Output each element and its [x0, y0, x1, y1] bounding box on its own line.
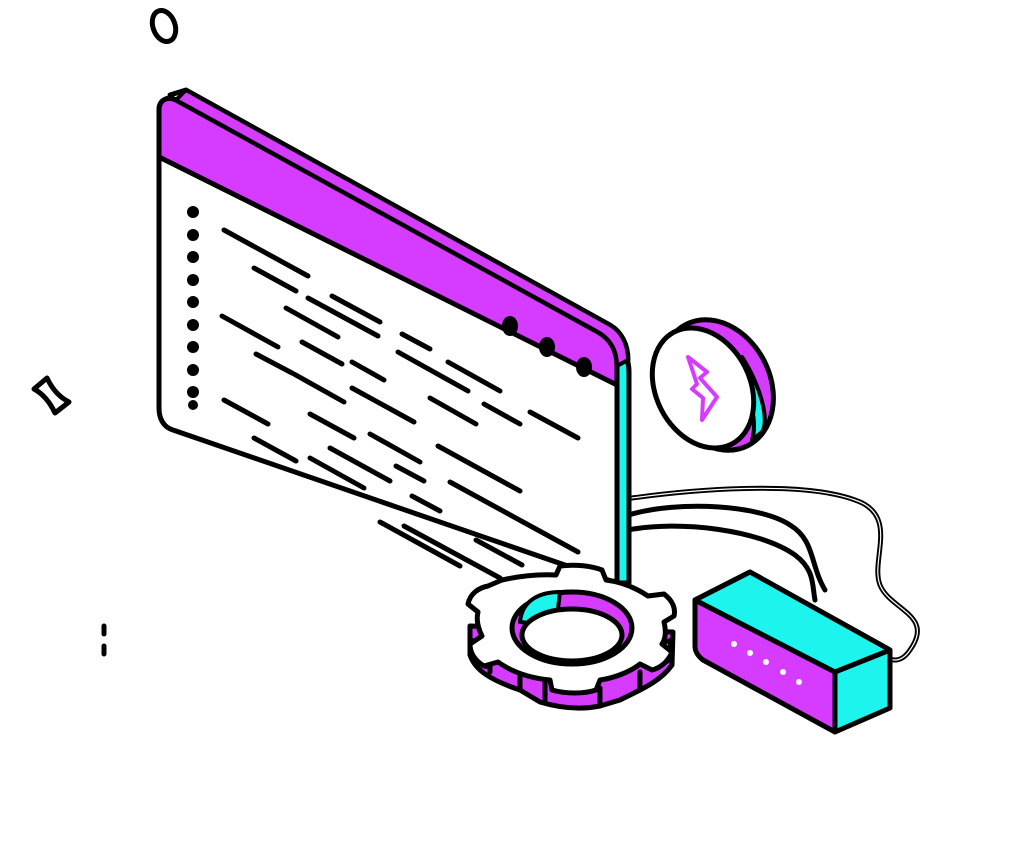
window-control-dots	[502, 316, 592, 377]
sparkle-icon	[31, 375, 72, 416]
lightning-bolt-badge-icon	[649, 317, 776, 453]
code-window-icon	[156, 87, 632, 586]
cable-icon	[625, 485, 920, 663]
device-block-icon	[692, 569, 893, 735]
line-number-dots	[187, 206, 199, 410]
oval-decoration-icon	[149, 8, 179, 44]
device-status-dots	[731, 641, 802, 685]
gear-icon	[465, 562, 677, 711]
code-lines	[219, 227, 581, 581]
lightning-bolt-icon	[686, 355, 719, 422]
